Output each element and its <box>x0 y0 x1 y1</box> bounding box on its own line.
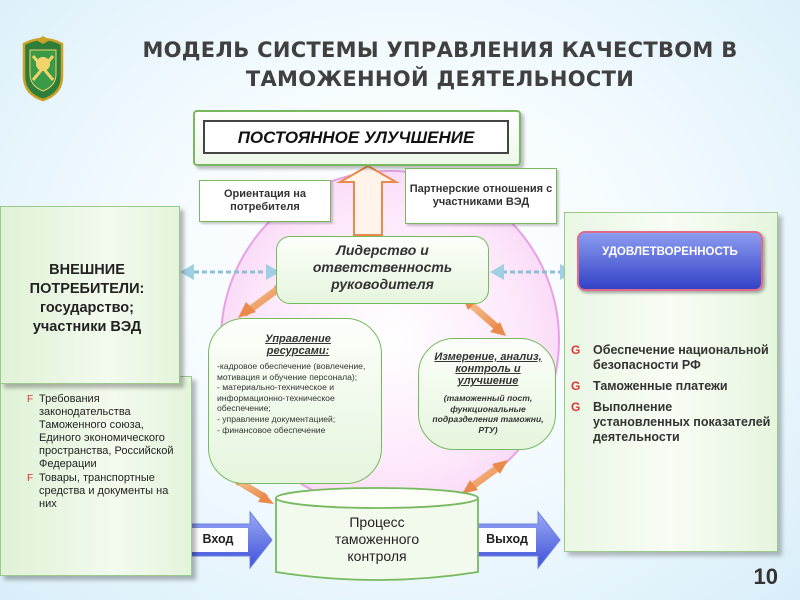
bullet-marker: G <box>571 400 581 414</box>
output-item-3: Выполнение установленных показателей дея… <box>593 400 771 444</box>
customer-orientation-label: Ориентация на потребителя <box>223 188 307 213</box>
list-item: G Таможенные платежи <box>571 379 771 394</box>
bullet-marker: F <box>27 473 34 484</box>
partnership-box: Партнерские отношения с участниками ВЭД <box>405 168 557 224</box>
resource-item-1: -кадровое обеспечение (вовлечение, мотив… <box>217 361 366 382</box>
external-consumers-line-3: государство; <box>40 300 134 316</box>
list-item: G Обеспечение национальной безопасности … <box>571 343 771 373</box>
resource-item-4: - финансовое обеспечение <box>217 424 326 435</box>
page-title: МОДЕЛЬ СИСТЕМЫ УПРАВЛЕНИЯ КАЧЕСТВОМ В ТА… <box>110 36 770 94</box>
entry-arrow <box>179 510 273 570</box>
external-consumers-line-4: участники ВЭД <box>32 319 142 335</box>
satisfaction-box: УДОВЛЕТВОРЕННОСТЬ <box>577 231 763 291</box>
satisfaction-label: УДОВЛЕТВОРЕННОСТЬ <box>602 246 738 258</box>
cylinder-shape <box>275 487 479 581</box>
double-arrow-process-measurement <box>462 460 508 494</box>
measurement-title: Измерение, анализ, контроль и улучшение <box>434 351 542 387</box>
page-number: 10 <box>753 564 778 589</box>
process-cylinder: Процесс таможенного контроля <box>272 486 482 586</box>
title-line-2: ТАМОЖЕННОЙ ДЕЯТЕЛЬНОСТИ <box>245 67 635 91</box>
resource-item-2: - материально-техническое и информационн… <box>217 382 335 414</box>
input-item-2: Товары, транспортные средства и документ… <box>39 472 169 510</box>
up-arrow-icon <box>336 164 400 236</box>
process-label: Процесс таможенного контроля <box>334 514 420 564</box>
inputs-list: F Требования законодательства Таможенног… <box>27 393 187 512</box>
leadership-box: Лидерство и ответственность руководителя <box>276 236 489 304</box>
resource-item-3: - управление документацией; <box>217 413 336 424</box>
external-consumers-line-2: ПОТРЕБИТЕЛИ: <box>29 281 145 297</box>
bullet-marker: G <box>571 379 581 393</box>
resource-management-title: Управление ресурсами: <box>265 333 331 357</box>
entry-label: Вход <box>202 532 234 546</box>
external-consumers-box: ВНЕШНИЕ ПОТРЕБИТЕЛИ: государство; участн… <box>0 206 180 384</box>
output-item-1: Обеспечение национальной безопасности РФ <box>593 343 769 372</box>
external-consumers-line-1: ВНЕШНИЕ <box>49 262 125 278</box>
resource-management-list: -кадровое обеспечение (вовлечение, мотив… <box>217 361 377 435</box>
customs-emblem-icon <box>18 36 68 102</box>
measurement-box: Измерение, анализ, контроль и улучшение … <box>418 338 556 450</box>
partnership-label: Партнерские отношения с участниками ВЭД <box>409 183 553 208</box>
list-item: F Требования законодательства Таможенног… <box>27 393 187 471</box>
outputs-list: G Обеспечение национальной безопасности … <box>571 343 771 451</box>
outputs-panel: УДОВЛЕТВОРЕННОСТЬ G Обеспечение национал… <box>564 212 778 552</box>
resource-management-box: Управление ресурсами: -кадровое обеспече… <box>208 318 382 484</box>
exit-arrow <box>473 510 561 570</box>
bullet-marker: G <box>571 343 581 357</box>
exit-label: Выход <box>486 532 528 546</box>
customer-orientation-box: Ориентация на потребителя <box>199 180 331 222</box>
list-item: G Выполнение установленных показателей д… <box>571 400 771 445</box>
measurement-subtitle: (таможенный пост, функциональные подразд… <box>432 393 544 435</box>
leadership-label: Лидерство и ответственность руководителя <box>312 242 453 292</box>
output-item-2: Таможенные платежи <box>593 379 728 393</box>
title-line-1: МОДЕЛЬ СИСТЕМЫ УПРАВЛЕНИЯ КАЧЕСТВОМ В <box>142 38 738 62</box>
continuous-improvement-label: ПОСТОЯННОЕ УЛУЧШЕНИЕ <box>237 128 475 147</box>
input-item-1: Требования законодательства Таможенного … <box>39 393 174 470</box>
inputs-panel: F Требования законодательства Таможенног… <box>0 376 192 576</box>
continuous-improvement-box: ПОСТОЯННОЕ УЛУЧШЕНИЕ <box>193 110 521 166</box>
bullet-marker: F <box>27 394 34 405</box>
list-item: F Товары, транспортные средства и докуме… <box>27 472 187 511</box>
